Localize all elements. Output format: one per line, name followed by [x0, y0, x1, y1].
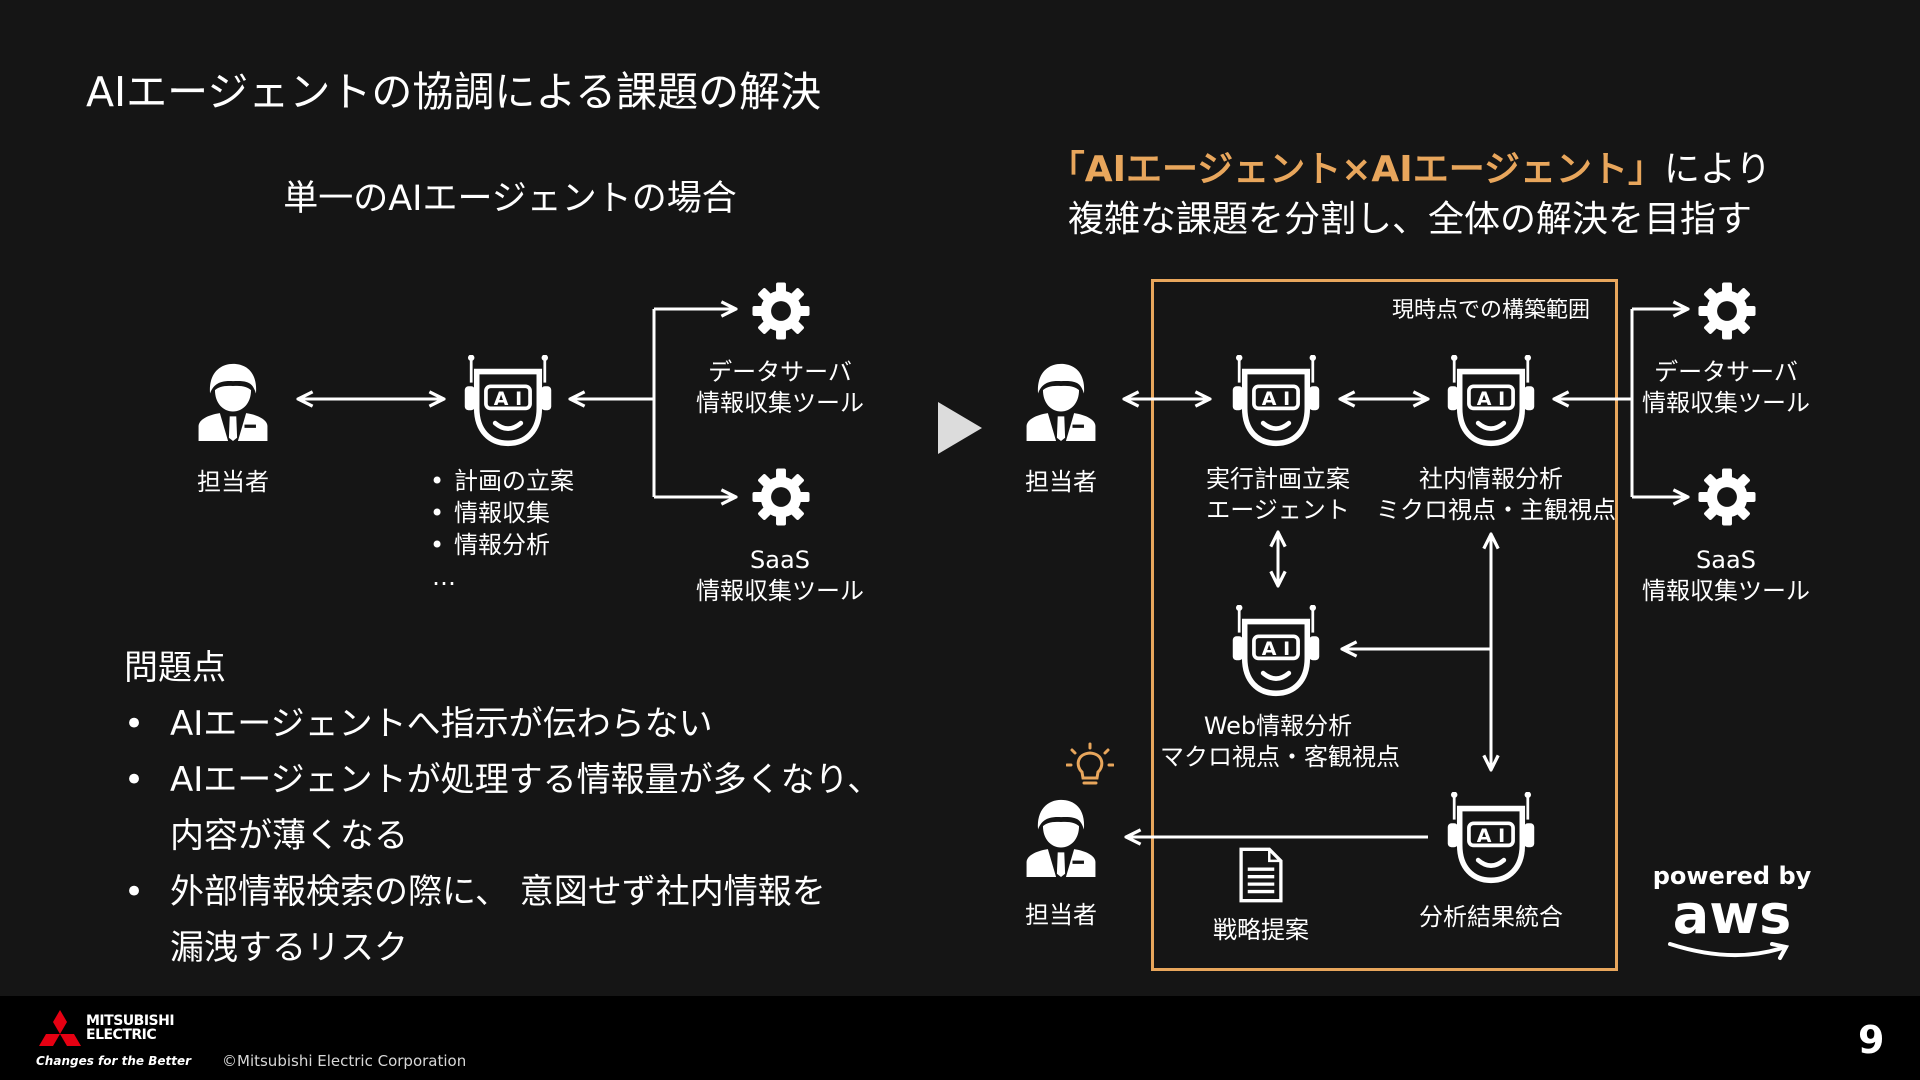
- agent-label-integration: 分析結果統合: [1419, 903, 1563, 931]
- lightbulb-icon: [1066, 742, 1114, 785]
- robot-badge: A I: [493, 388, 523, 410]
- mitsubishi-logo-icon: [39, 1010, 81, 1046]
- robot-badge: A I: [1261, 638, 1291, 660]
- agent-label-web: Web情報分析マクロ視点・客観視点: [1160, 712, 1400, 771]
- multi-agent-heading: 「AIエージェント×AIエージェント」により 複雑な課題を分割し、全体の解決を目…: [1048, 149, 1772, 240]
- person-label: 担当者: [1025, 901, 1097, 929]
- tool-label-dataserver: データサーバ情報収集ツール: [696, 358, 864, 417]
- aws-badge: powered by aws: [1652, 862, 1812, 962]
- slide-title: AIエージェントの協調による課題の解決: [86, 68, 822, 116]
- agent-label-planning: 実行計画立案エージェント: [1206, 465, 1350, 524]
- task-list: •計画の立案 •情報収集 •情報分析 …: [430, 465, 574, 593]
- task-item: …: [432, 563, 456, 591]
- task-item: •情報収集: [430, 499, 550, 527]
- tool-label-dataserver: データサーバ情報収集ツール: [1642, 358, 1810, 417]
- aws-logo-text: aws: [1672, 883, 1792, 946]
- person-label: 担当者: [197, 468, 269, 496]
- play-arrow-icon: [938, 402, 982, 454]
- problem-item: •外部情報検索の際に、 意図せず社内情報を漏洩するリスク: [124, 872, 826, 968]
- problems-heading: 問題点: [124, 648, 226, 688]
- current-scope-label: 現時点での構築範囲: [1392, 298, 1591, 323]
- robot-badge: A I: [1476, 388, 1506, 410]
- person-icon: [1020, 350, 1102, 450]
- gear-icon: [1696, 466, 1758, 528]
- problem-item: •AIエージェントへ指示が伝わらない: [124, 704, 713, 744]
- gear-icon: [1696, 280, 1758, 342]
- person-icon: [1020, 786, 1102, 886]
- document-icon: [1236, 846, 1286, 904]
- task-item: •情報分析: [430, 531, 550, 559]
- copyright-text: ©Mitsubishi Electric Corporation: [222, 1052, 467, 1070]
- problem-item: •AIエージェントが処理する情報量が多くなり、内容が薄くなる: [124, 760, 882, 856]
- document-label: 戦略提案: [1213, 916, 1309, 944]
- footer-bar: [0, 996, 1920, 1080]
- robot-badge: A I: [1261, 388, 1291, 410]
- robot-badge: A I: [1476, 825, 1506, 847]
- current-scope-frame: [1151, 279, 1618, 971]
- single-agent-heading: 単一のAIエージェントの場合: [283, 179, 737, 219]
- page-number: 9: [1858, 1018, 1885, 1062]
- aws-powered-text: powered by: [1652, 862, 1812, 890]
- agent-label-internal: 社内情報分析ミクロ視点・主観視点: [1376, 465, 1616, 524]
- person-label: 担当者: [1025, 468, 1097, 496]
- problems-section: 問題点 •AIエージェントへ指示が伝わらない •AIエージェントが処理する情報量…: [124, 640, 881, 976]
- aws-smile-icon: [1668, 942, 1790, 960]
- brand-tagline: Changes for the Better: [36, 1054, 192, 1068]
- task-item: •計画の立案: [430, 467, 574, 495]
